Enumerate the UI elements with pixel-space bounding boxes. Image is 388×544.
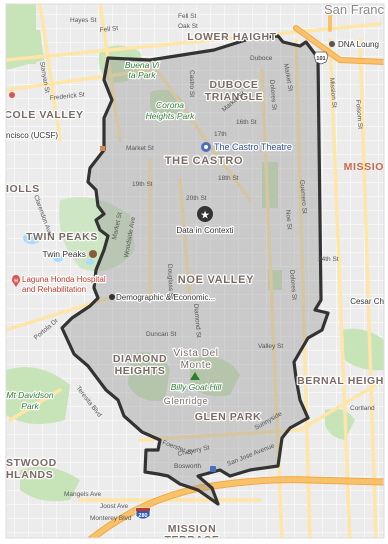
- label-demographic: Demographic & Economic...: [116, 293, 215, 302]
- i280-label: 280: [138, 513, 147, 519]
- label-bernal-heights: BERNAL HEIGH: [297, 375, 384, 387]
- label-vista-del: Vista Del: [173, 348, 218, 359]
- label-mission-terrace-2: TERRACE: [165, 534, 220, 544]
- label-mt-davidson-1: Mt Davidson: [6, 390, 54, 400]
- data-in-context-marker[interactable]: ★: [197, 206, 213, 222]
- street-douglass: Douglass St: [166, 264, 174, 299]
- us101-label: 101: [316, 56, 325, 62]
- label-monte: Monte: [181, 360, 212, 371]
- label-corona-1: Corona: [156, 100, 184, 110]
- street-20th: 20th St: [186, 195, 207, 202]
- street-noe: Noe St: [284, 210, 293, 231]
- label-knolls: IOLLS: [6, 183, 40, 195]
- street-castro: Castro St: [188, 70, 195, 97]
- label-cesar-chavez: Cesar Ch: [350, 297, 384, 306]
- street-16th: 16th St: [236, 119, 257, 126]
- street-joost: Joost Ave: [100, 503, 128, 510]
- label-cole-valley: COLE VALLEY: [4, 109, 83, 121]
- castro-theatre-marker[interactable]: [201, 142, 211, 152]
- street-19th: 19th St: [132, 181, 153, 188]
- label-duboce-2: TRIANGLE: [205, 91, 263, 103]
- us101-shield: 101: [313, 51, 329, 65]
- water-layer: [23, 232, 94, 265]
- i280-shield: 280: [135, 507, 151, 520]
- label-westwood-1: STWOOD: [6, 457, 57, 469]
- street-fell-2: Fell St: [178, 13, 197, 20]
- label-diamond-1: DIAMOND: [113, 353, 167, 365]
- street-dolores-1: Dolores St: [268, 80, 278, 111]
- street-diamond: Diamond St: [192, 304, 202, 339]
- street-frederick: Frederick St: [49, 91, 85, 102]
- label-the-castro: THE CASTRO: [165, 155, 244, 167]
- label-castro-theatre: The Castro Theatre: [214, 142, 292, 152]
- label-san-francisco: San Franc: [324, 2, 384, 17]
- label-mission: MISSIO: [344, 161, 384, 173]
- label-noe-valley: NOE VALLEY: [178, 274, 254, 286]
- dna-lounge-marker[interactable]: [329, 41, 335, 47]
- label-ucsf: ncisco (UCSF): [6, 131, 58, 140]
- label-laguna-honda-1: Laguna Honda Hospital: [22, 275, 106, 284]
- label-buena-vista-1: Buena Vi: [125, 60, 160, 70]
- label-glen-park: GLEN PARK: [195, 411, 261, 423]
- parks-layer: [6, 4, 384, 502]
- twin-peaks-marker[interactable]: [89, 250, 97, 258]
- street-monterey: Monterey Blvd: [90, 515, 132, 522]
- label-data-in-context: Data in Contexti: [177, 226, 234, 235]
- laguna-honda-marker[interactable]: H: [12, 275, 20, 287]
- label-billy-goat-hill: Billy Goat Hill: [171, 382, 223, 392]
- ucsf-marker[interactable]: [9, 92, 15, 98]
- hospital-icon: H: [14, 279, 18, 285]
- street-18th: 18th St: [218, 175, 239, 182]
- label-dna-lounge: DNA Loung: [338, 40, 379, 49]
- street-fell: Fell St: [99, 25, 118, 34]
- label-glenridge: Glenridge: [164, 396, 208, 406]
- label-mission-terrace-1: MISSION: [168, 523, 217, 535]
- region-boundary[interactable]: [60, 34, 330, 506]
- label-diamond-2: HEIGHTS: [115, 365, 166, 377]
- street-mangels: Mangels Ave: [64, 491, 101, 498]
- street-folsom: Folsom St: [354, 100, 364, 130]
- star-icon: ★: [200, 210, 210, 222]
- map-border: [5, 3, 385, 539]
- label-twin-peaks: TWIN PEAKS: [26, 231, 98, 243]
- street-24th: 24th St: [318, 256, 339, 263]
- label-corona-2: Heights Park: [146, 111, 195, 121]
- street-market-1: Market St: [126, 145, 154, 152]
- park-labels: Buena Vi ta Park Corona Heights Park Twi…: [6, 59, 224, 412]
- label-lower-haight: LOWER HAIGHT: [187, 31, 276, 43]
- demographic-marker[interactable]: [109, 294, 115, 300]
- street-guerrero: Guerrero St: [298, 180, 308, 215]
- street-bosworth: Bosworth: [174, 463, 201, 470]
- label-duboce-1: DUBOCE: [209, 79, 258, 91]
- street-hayes: Hayes St: [70, 17, 97, 24]
- arterial-roads: [6, 4, 384, 538]
- freeways: [87, 4, 384, 538]
- label-buena-vista-2: ta Park: [129, 70, 157, 80]
- street-duncan: Duncan St: [146, 331, 177, 338]
- billy-goat-hill-marker[interactable]: [190, 372, 200, 380]
- street-mission: Mission St: [328, 78, 338, 109]
- neighborhood-labels: LOWER HAIGHT DUBOCE TRIANGLE COLE VALLEY…: [4, 2, 384, 544]
- transit-marker[interactable]: [210, 466, 216, 472]
- street-market-4: Market St: [282, 63, 294, 92]
- label-mt-davidson-2: Park: [21, 401, 39, 411]
- cole-valley-marker[interactable]: [100, 146, 105, 151]
- street-17th: 17th: [214, 131, 227, 138]
- label-laguna-honda-2: and Rehabilitation: [22, 285, 86, 294]
- street-oak: Oak St: [178, 23, 198, 30]
- street-duboce: Duboce: [250, 55, 273, 62]
- label-twin-peaks-poi: Twin Peaks: [43, 249, 86, 259]
- poi-labels: The Castro Theatre DNA Loung Laguna Hond…: [21, 39, 380, 303]
- street-cortland: Cortland: [350, 405, 375, 412]
- street-dolores-2: Dolores St: [288, 270, 298, 301]
- street-valley: Valley St: [258, 343, 283, 350]
- label-westwood-2: HLANDS: [6, 469, 53, 481]
- place-labels: Vista Del Monte Glenridge Cesar Ch ncisc…: [6, 130, 384, 407]
